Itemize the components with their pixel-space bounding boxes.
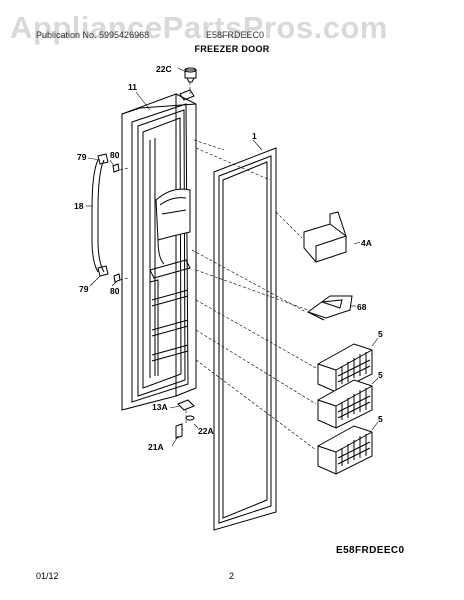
callout-5-third: 5 — [378, 414, 383, 424]
callout-68: 68 — [357, 302, 367, 312]
part-5-shelf-3 — [317, 425, 373, 475]
callout-21a: 21A — [148, 442, 164, 452]
footer-date: 01/12 — [36, 571, 59, 581]
leader-lines — [86, 67, 379, 447]
callout-80-bottom: 80 — [110, 286, 120, 296]
callout-4a: 4A — [361, 238, 372, 248]
part-22c-bushing — [184, 67, 197, 83]
callout-1: 1 — [252, 131, 257, 141]
callout-22a: 22A — [198, 426, 214, 436]
callout-5-second: 5 — [378, 370, 383, 380]
page-title: FREEZER DOOR — [194, 44, 270, 54]
watermark-logo: AppliancePartsPros.com — [10, 10, 388, 45]
door-liner — [131, 89, 195, 403]
part-1-gasket — [213, 147, 277, 531]
part-21a-pin — [175, 423, 183, 439]
callout-80-top: 80 — [110, 150, 120, 160]
part-80-screw-bottom — [113, 273, 121, 283]
footer-page-number: 2 — [229, 571, 235, 581]
part-80-screw-top — [112, 163, 120, 173]
header-model: E58FRDEEC0 — [206, 30, 265, 40]
part-68-chute — [306, 295, 353, 321]
part-5-shelf-1 — [317, 343, 373, 393]
projection-lines — [119, 82, 317, 451]
part-4a-bin — [303, 211, 347, 263]
part-5-shelf-2 — [317, 379, 373, 429]
part-13a-bracket — [177, 399, 195, 411]
part-18-handle — [91, 153, 109, 277]
publication-number: Publication No. 5995426968 — [36, 30, 150, 40]
callout-13a: 13A — [152, 402, 168, 412]
part-22a-bushing — [185, 415, 195, 421]
callout-79-top: 79 — [77, 152, 87, 162]
callout-22c: 22C — [156, 64, 172, 74]
callout-11: 11 — [128, 82, 137, 92]
callout-5-first: 5 — [378, 329, 383, 339]
callout-79-bottom: 79 — [79, 284, 89, 294]
freezer-door-outer — [121, 93, 197, 411]
callout-18: 18 — [74, 201, 84, 211]
model-code: E58FRDEEC0 — [336, 545, 405, 556]
